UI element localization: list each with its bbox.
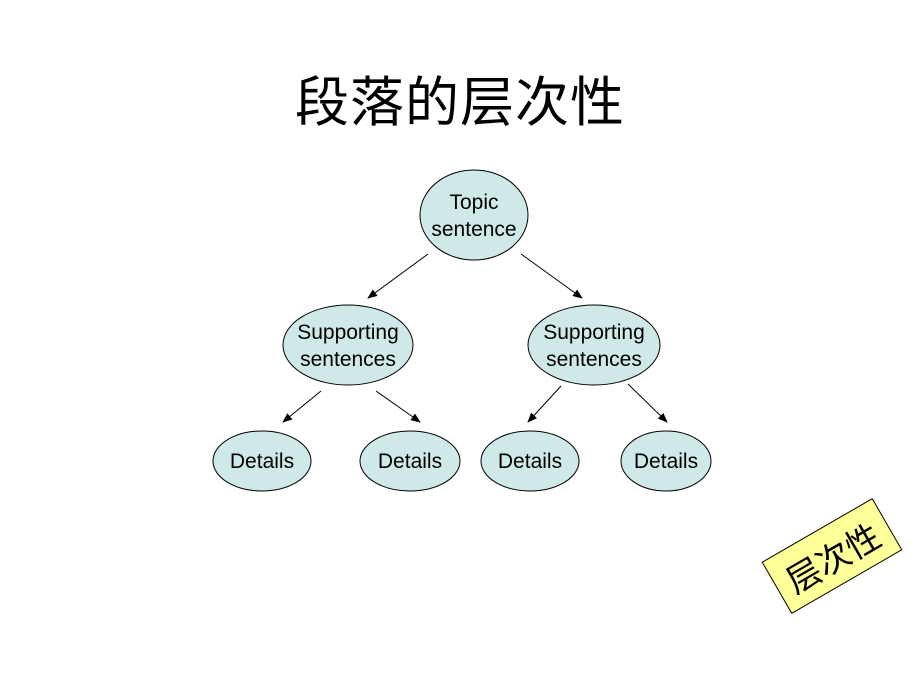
- details-node-1: Details: [212, 430, 312, 492]
- supporting-right-label-line2: sentences: [546, 348, 642, 371]
- details-node-2: Details: [359, 430, 461, 492]
- arrow-supporting-left-to-details-2: [375, 390, 421, 423]
- arrow-topic-to-supporting-right: [520, 253, 583, 299]
- details-node-3: Details: [480, 430, 580, 492]
- details-label-1: Details: [230, 450, 294, 473]
- arrow-supporting-right-to-details-3: [527, 385, 562, 423]
- details-label-2: Details: [378, 450, 442, 473]
- slide-title: 段落的层次性: [295, 71, 625, 134]
- supporting-node-right: Supporting sentences: [527, 304, 661, 386]
- topic-node: Topic sentence: [419, 169, 529, 261]
- arrow-supporting-left-to-details-1: [282, 390, 322, 423]
- arrow-topic-to-supporting-left: [367, 253, 429, 299]
- supporting-node-left: Supporting sentences: [282, 304, 414, 386]
- supporting-left-label-line2: sentences: [300, 348, 396, 371]
- supporting-left-label-line1: Supporting: [297, 321, 399, 344]
- details-label-3: Details: [498, 450, 562, 473]
- details-label-4: Details: [634, 450, 698, 473]
- supporting-right-label-line1: Supporting: [543, 321, 645, 344]
- arrow-supporting-right-to-details-4: [627, 383, 668, 423]
- details-node-4: Details: [620, 430, 712, 492]
- topic-label-line1: Topic: [449, 191, 498, 214]
- topic-label-line2: sentence: [431, 218, 516, 241]
